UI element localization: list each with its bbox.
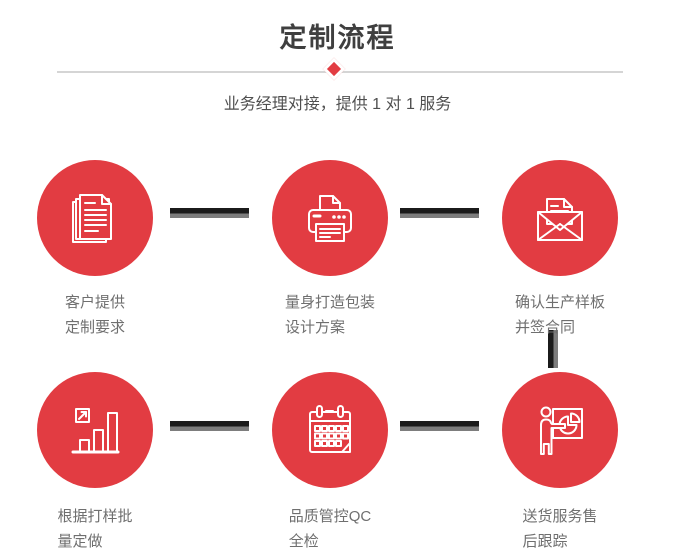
envelope-icon: [537, 198, 583, 241]
calendar-icon: [309, 405, 351, 453]
printer-icon: [308, 195, 352, 242]
step-label-3: 确认生产样板 并签合同: [514, 294, 605, 336]
step-label-1: 客户提供 定制要求: [64, 294, 125, 336]
step-circle-2: [272, 160, 388, 276]
connector-horizontal: [400, 208, 479, 218]
step-circle-1: [37, 160, 153, 276]
presentation-icon: [540, 406, 583, 455]
connector-horizontal: [170, 421, 249, 431]
step-label-5: 品质管控QC 全检: [288, 508, 372, 550]
step-circle-3: [502, 160, 618, 276]
step-label-6: 送货服务售 后跟踪: [522, 508, 598, 550]
connector-horizontal: [400, 421, 479, 431]
page-title: 定制流程: [279, 23, 396, 53]
diamond-icon: [322, 57, 346, 81]
step-circle-6: [502, 372, 618, 488]
step-circle-4: [37, 372, 153, 488]
documents-icon: [72, 194, 112, 243]
connector-vertical: [548, 330, 558, 368]
connector-horizontal: [170, 208, 249, 218]
step-label-2: 量身打造包装 设计方案: [284, 294, 375, 336]
step-circle-5: [272, 372, 388, 488]
bar-chart-icon: [71, 408, 120, 454]
page-subtitle: 业务经理对接，提供 1 对 1 服务: [223, 96, 452, 113]
step-label-4: 根据打样批 量定做: [57, 508, 133, 550]
